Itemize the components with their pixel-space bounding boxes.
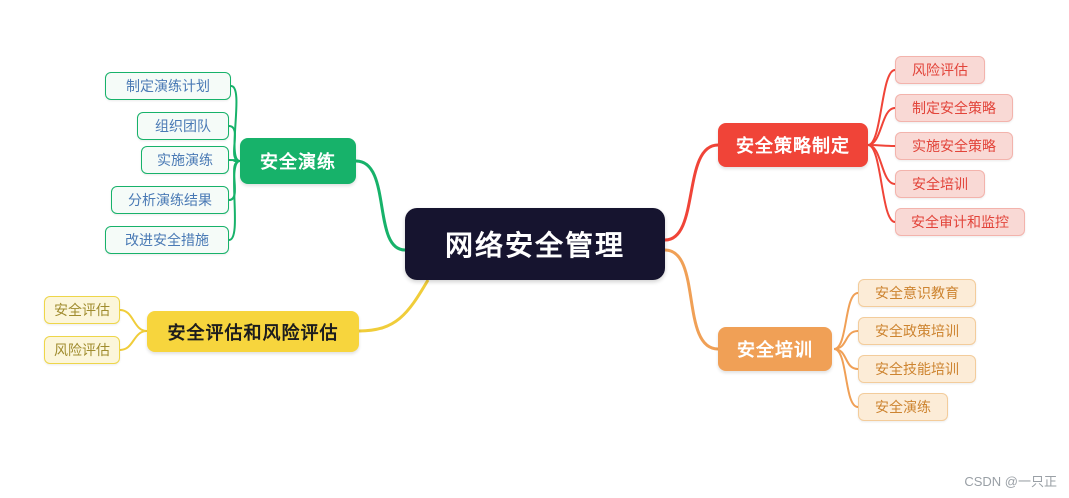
child-security-training-1[interactable]: 安全政策培训 — [858, 317, 976, 345]
connector-drill-child-4 — [228, 160, 241, 241]
child-security-assessment-0[interactable]: 安全评估 — [44, 296, 120, 324]
connector-drill-child-1 — [228, 125, 241, 162]
connector-drill-child-0 — [230, 85, 241, 162]
child-security-drill-0[interactable]: 制定演练计划 — [105, 72, 231, 100]
branch-security-policy[interactable]: 安全策略制定 — [718, 123, 868, 167]
child-security-training-3[interactable]: 安全演练 — [858, 393, 948, 421]
connector-center-to-security-assessment — [358, 279, 430, 333]
child-security-drill-4[interactable]: 改进安全措施 — [105, 226, 229, 254]
child-security-policy-3[interactable]: 安全培训 — [895, 170, 985, 198]
connector-policy-child-3 — [867, 144, 896, 185]
connector-training-child-3 — [833, 348, 859, 408]
connector-training-child-2 — [833, 348, 859, 370]
connector-training-child-0 — [833, 292, 859, 350]
branch-security-drill[interactable]: 安全演练 — [240, 138, 356, 184]
child-security-assessment-1[interactable]: 风险评估 — [44, 336, 120, 364]
connector-drill-child-3 — [228, 160, 241, 201]
child-security-policy-0[interactable]: 风险评估 — [895, 56, 985, 84]
child-security-policy-2[interactable]: 实施安全策略 — [895, 132, 1013, 160]
child-security-policy-4[interactable]: 安全审计和监控 — [895, 208, 1025, 236]
connector-policy-child-4 — [867, 144, 896, 223]
branch-security-training[interactable]: 安全培训 — [718, 327, 832, 371]
connector-training-child-1 — [833, 330, 859, 350]
child-security-policy-1[interactable]: 制定安全策略 — [895, 94, 1013, 122]
connector-policy-child-1 — [867, 107, 896, 146]
child-security-drill-1[interactable]: 组织团队 — [137, 112, 229, 140]
watermark: CSDN @一只正 — [964, 474, 1057, 489]
child-security-drill-2[interactable]: 实施演练 — [141, 146, 229, 174]
child-security-training-0[interactable]: 安全意识教育 — [858, 279, 976, 307]
connector-policy-child-2 — [867, 144, 896, 147]
child-security-training-2[interactable]: 安全技能培训 — [858, 355, 976, 383]
branch-security-assessment[interactable]: 安全评估和风险评估 — [147, 311, 359, 352]
child-security-drill-3[interactable]: 分析演练结果 — [111, 186, 229, 214]
connector-center-to-security-training — [664, 248, 719, 351]
connector-policy-child-0 — [867, 69, 896, 146]
connector-drill-child-2 — [228, 159, 241, 162]
connector-assessment-child-1 — [119, 330, 148, 351]
connector-center-to-security-policy — [664, 143, 719, 242]
central-topic[interactable]: 网络安全管理 — [405, 208, 665, 280]
connector-center-to-security-drill — [355, 159, 406, 252]
connector-assessment-child-0 — [119, 309, 148, 332]
